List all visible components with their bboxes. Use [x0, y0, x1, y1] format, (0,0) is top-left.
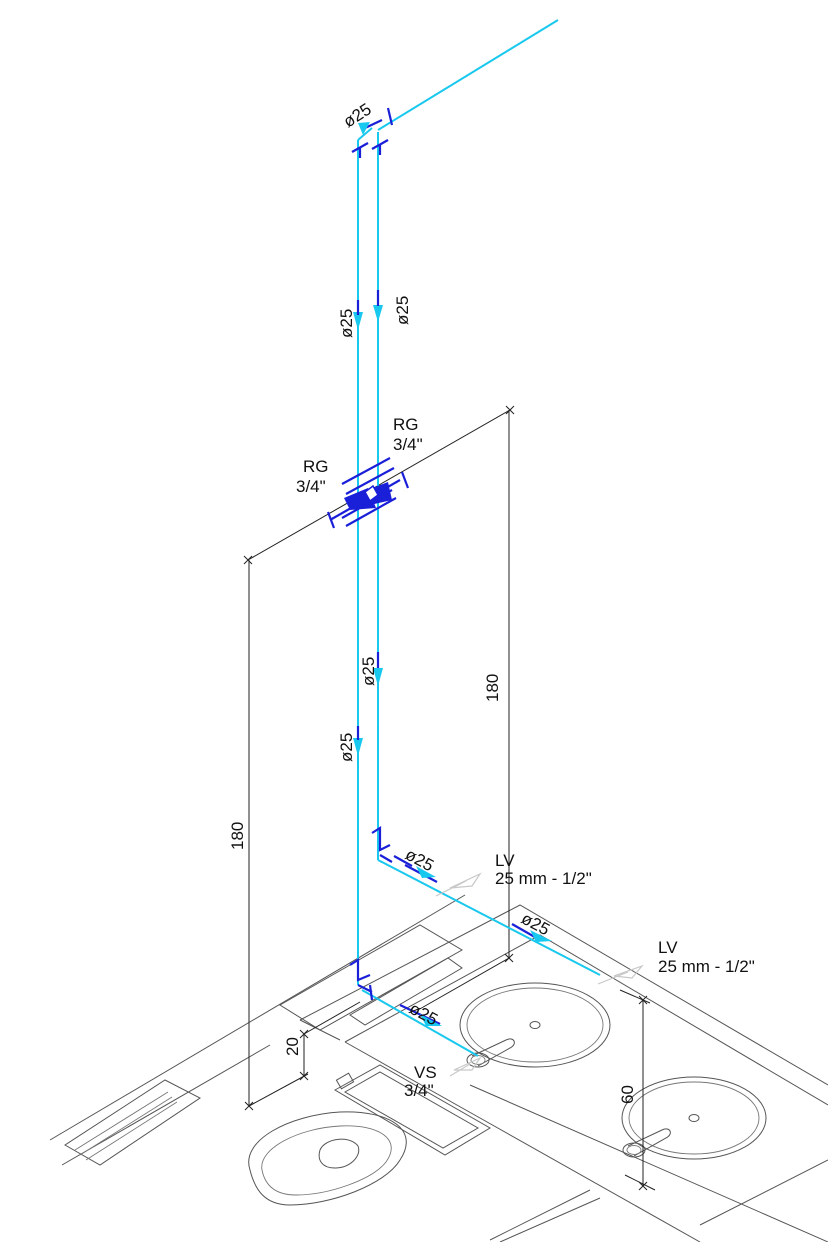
- pipe-label-riser-left-lower: ø25: [337, 733, 356, 762]
- flow-arrow-icon: [358, 122, 370, 135]
- flow-arrow-icon: [353, 738, 363, 756]
- pipe-label-riser-right-lower: ø25: [359, 657, 378, 686]
- outlet-lv2-spec: 25 mm - 1/2": [658, 957, 755, 976]
- gate-valve-icon: [326, 457, 410, 529]
- flow-arrow-icon: [353, 312, 363, 330]
- outlet-arrow-icon: [597, 964, 644, 985]
- pipe-label-branch-lv1: ø25: [402, 845, 437, 876]
- flow-arrow-icon: [373, 305, 383, 322]
- outlet-vs-code: VS: [414, 1063, 437, 1082]
- toilet-icon: [248, 1111, 407, 1206]
- outlet-arrows: [435, 872, 644, 1077]
- outlet-lv2-code: LV: [658, 938, 678, 957]
- dimension-left-height: 180: [228, 822, 247, 850]
- valve-left-code: RG: [303, 457, 329, 476]
- dimension-lines: [243, 405, 656, 1191]
- flow-arrow-icon: [373, 668, 383, 686]
- sink-icon: [459, 982, 611, 1068]
- outlet-vs-size: 3/4": [404, 1081, 434, 1100]
- outlet-lv1-spec: 25 mm - 1/2": [495, 869, 592, 888]
- pipe-label-riser-left-upper: ø25: [337, 309, 356, 338]
- valve-right-code: RG: [393, 415, 419, 434]
- flow-arrow-icon: [420, 1014, 442, 1026]
- pipe-network: [357, 19, 601, 1057]
- dimension-right-height: 180: [483, 674, 502, 702]
- labels: ø25 ø25 ø25 RG 3/4" RG 3/4" ø25 ø25 180 …: [228, 99, 755, 1104]
- floor-plan: [49, 894, 828, 1242]
- outlet-arrow-icon: [449, 1056, 482, 1077]
- flow-arrow-icon: [530, 930, 552, 942]
- flow-arrow-icon: [416, 866, 436, 878]
- pipe-label-riser-right-upper: ø25: [393, 296, 412, 325]
- dimension-lv-height: 60: [618, 1085, 637, 1104]
- sink-icon: [621, 1076, 767, 1160]
- valve-left-size: 3/4": [296, 477, 326, 496]
- dimension-vs-height: 20: [283, 1037, 302, 1056]
- outlet-arrow-icon: [435, 872, 482, 897]
- fittings: [326, 107, 552, 1026]
- valve-right-size: 3/4": [393, 435, 423, 454]
- outlet-lv1-code: LV: [495, 851, 515, 870]
